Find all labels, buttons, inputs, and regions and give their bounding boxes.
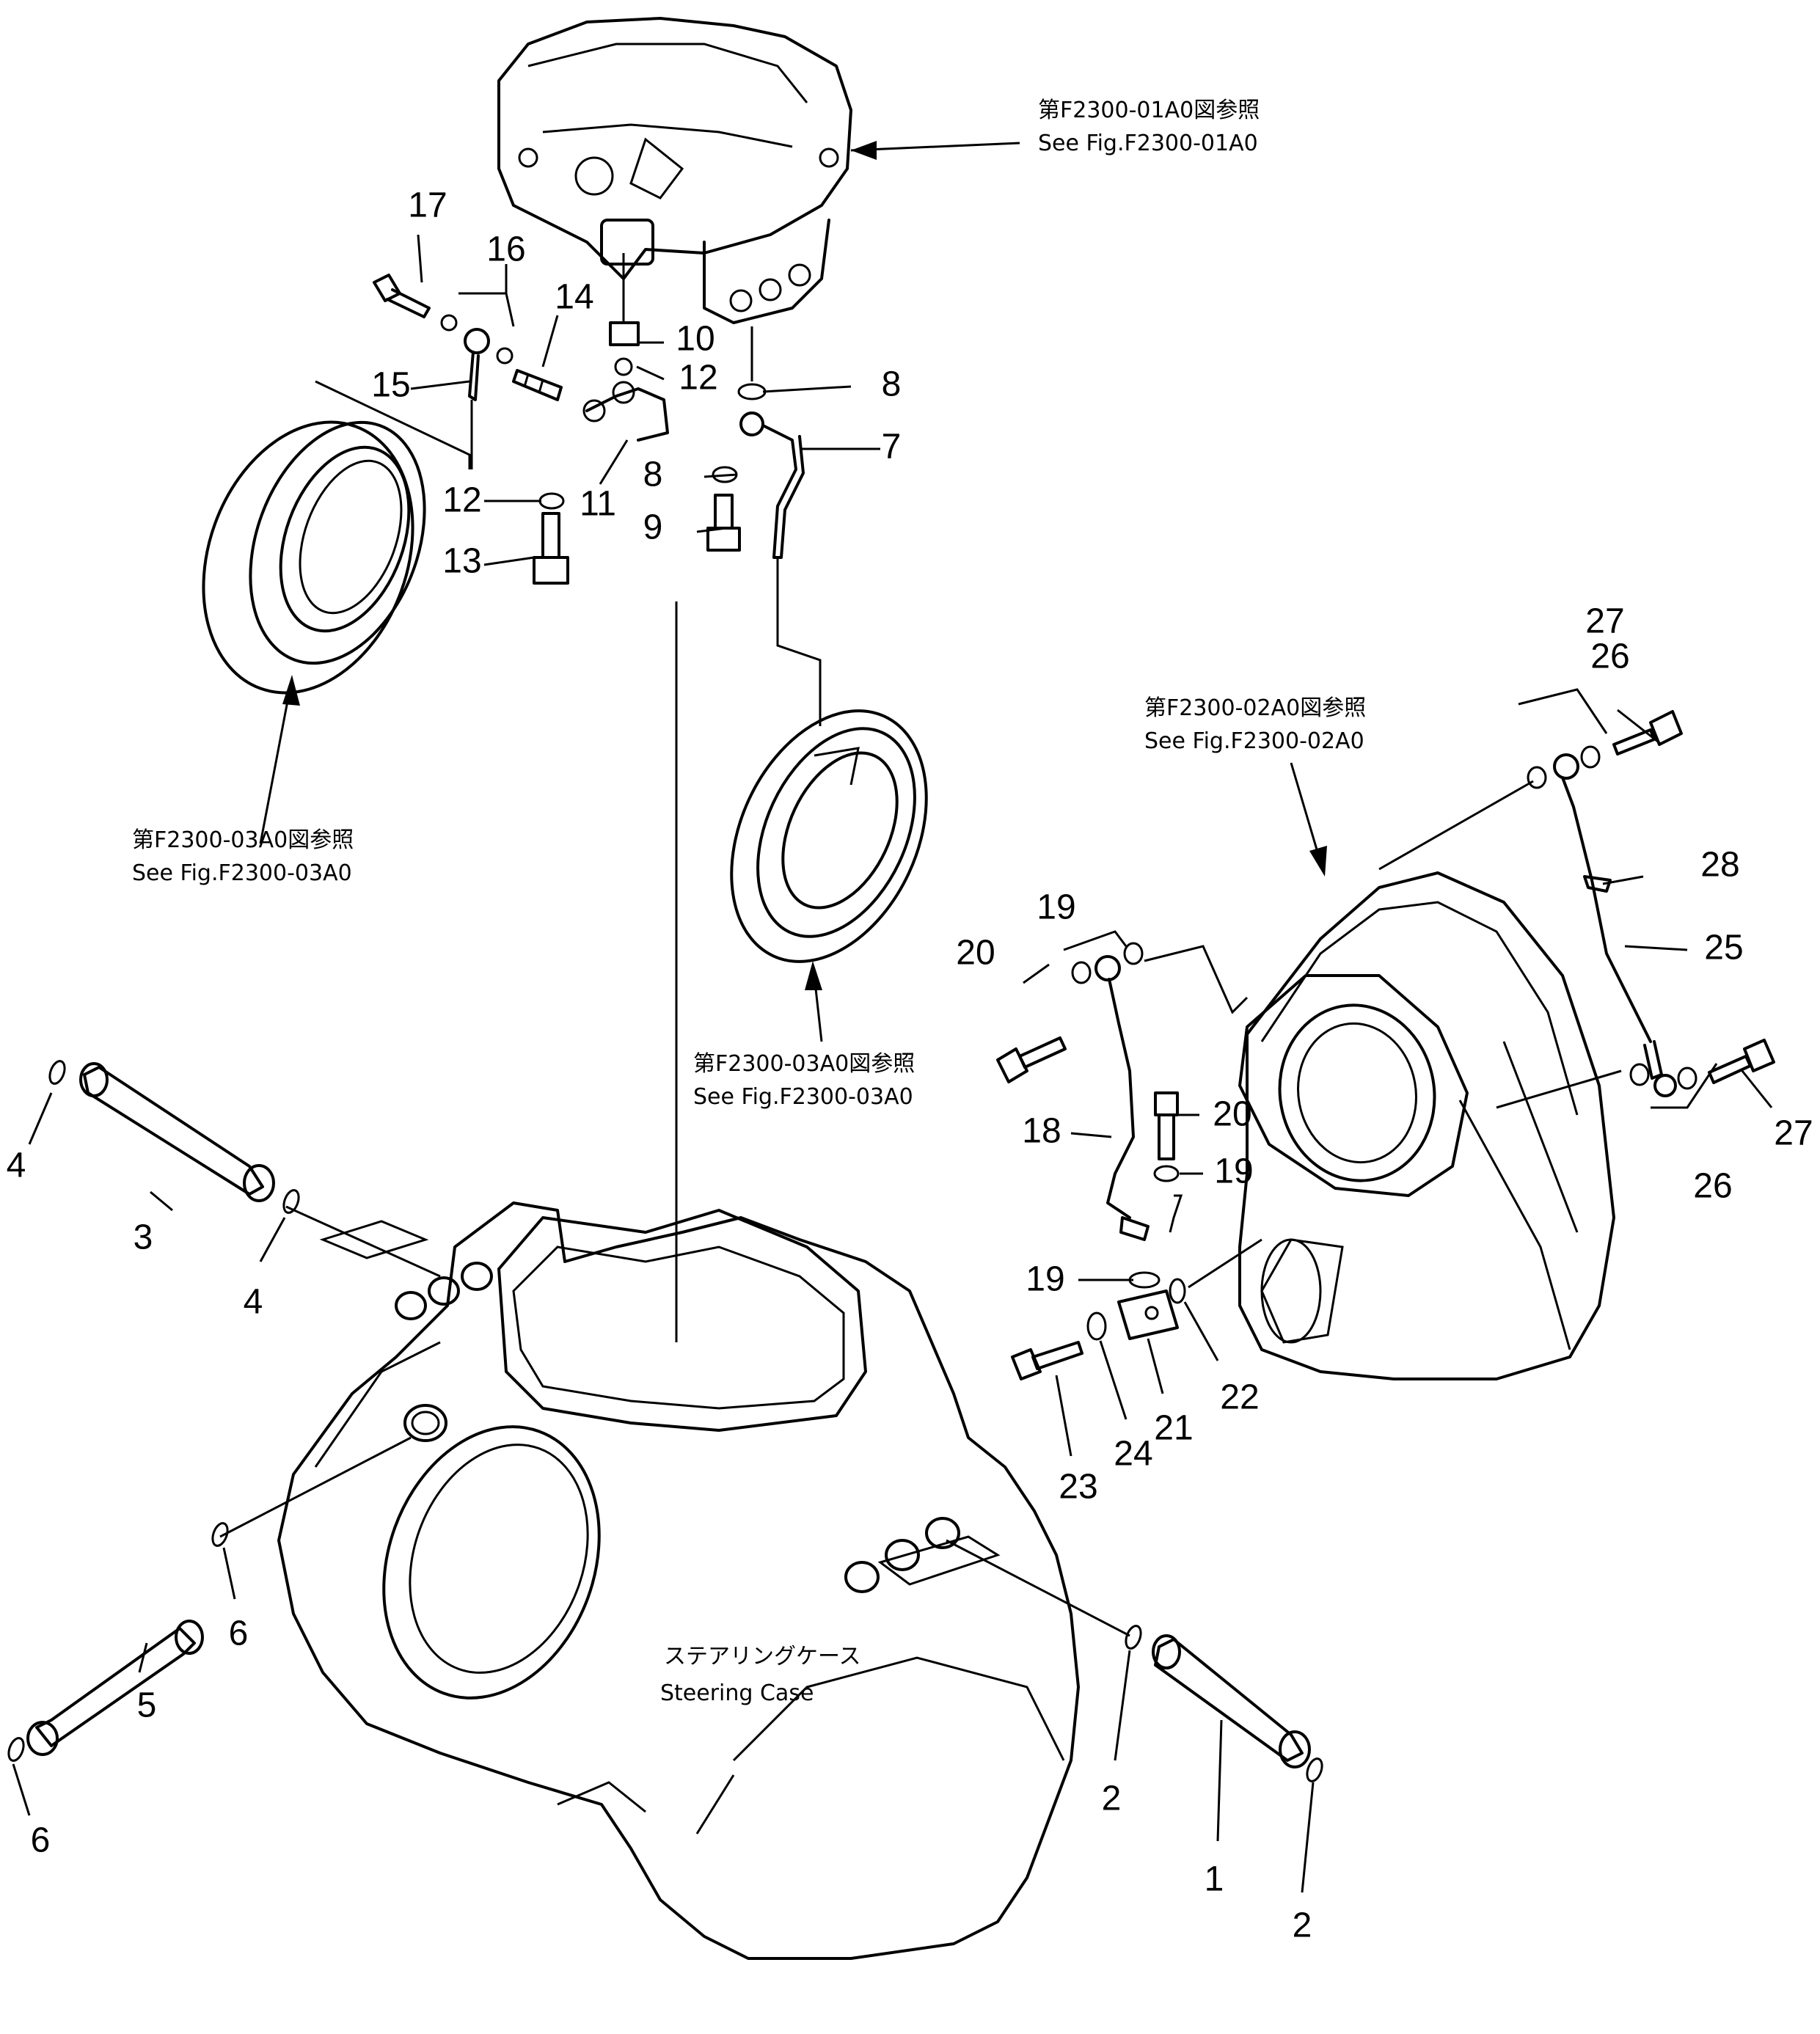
- oring-22: [1169, 1238, 1262, 1304]
- callout-8-top: 8: [882, 365, 902, 404]
- washer-12: [538, 492, 565, 510]
- block-21: [1117, 1289, 1179, 1340]
- callout-26-bottom: 26: [1693, 1167, 1732, 1206]
- ref-03a0-left-arrow: [259, 675, 300, 844]
- callout-4-left: 4: [7, 1146, 26, 1185]
- callout-18: 18: [1022, 1112, 1061, 1151]
- hose-15: [464, 328, 514, 469]
- callout-13: 13: [442, 542, 481, 581]
- callout-14: 14: [555, 278, 593, 317]
- callout-27-bottom: 27: [1774, 1114, 1813, 1153]
- callout-17: 17: [408, 186, 447, 225]
- ref-01a0-arrow: [850, 141, 1020, 160]
- steering-case-label: ステアリングケース Steering Case: [660, 1644, 861, 1706]
- oring-2-right: [1306, 1757, 1323, 1782]
- callout-16: 16: [486, 230, 525, 269]
- callout-23: 23: [1059, 1468, 1097, 1507]
- callout-12-left: 12: [442, 481, 481, 520]
- oring-6-left: [7, 1737, 25, 1762]
- callout-25: 25: [1704, 929, 1743, 967]
- seal-ring-center: [730, 709, 928, 963]
- callout-1: 1: [1205, 1860, 1224, 1899]
- ref-03a0-center-en: See Fig.F2300-03A0: [693, 1084, 913, 1110]
- bolt-20-left: [996, 1036, 1067, 1083]
- callout-2-left: 2: [1102, 1779, 1122, 1818]
- tube-7: [739, 411, 822, 726]
- callout-11: 11: [580, 485, 616, 524]
- ref-02a0-arrow: [1290, 762, 1327, 877]
- ref-02a0-en: See Fig.F2300-02A0: [1144, 728, 1364, 754]
- bolt-13: [533, 512, 569, 585]
- bolt-17: [373, 274, 458, 332]
- washer-24: [1086, 1312, 1107, 1341]
- oring-6-right: [211, 1522, 229, 1547]
- washer-8-upper: [737, 326, 767, 400]
- callout-19-bottom: 19: [1026, 1260, 1064, 1299]
- ref-03a0-left-jp: 第F2300-03A0図参照: [132, 827, 354, 853]
- callout-24: 24: [1114, 1435, 1152, 1474]
- callout-19-top: 19: [1037, 888, 1075, 927]
- ref-03a0-center-label: 第F2300-03A0図参照 See Fig.F2300-03A0: [693, 1051, 915, 1110]
- ref-03a0-left-en: See Fig.F2300-03A0: [132, 860, 352, 886]
- callout-12-top: 12: [679, 359, 717, 398]
- bolt-23: [1011, 1341, 1083, 1380]
- callout-20-left: 20: [956, 934, 995, 973]
- bolt-27-lower: [1708, 1039, 1775, 1084]
- callout-22: 22: [1220, 1378, 1259, 1417]
- callout-27-top: 27: [1585, 602, 1624, 641]
- hose-18: [1063, 930, 1249, 1241]
- callout-9: 9: [643, 508, 663, 547]
- callout-19-mid: 19: [1214, 1152, 1253, 1191]
- tube-3: [79, 1062, 441, 1278]
- oring-2-left: [1125, 1625, 1142, 1650]
- ref-02a0-jp: 第F2300-02A0図参照: [1144, 695, 1366, 721]
- ref-03a0-center-arrow: [805, 961, 823, 1042]
- steering-case-en: Steering Case: [660, 1680, 814, 1706]
- oring-4-left: [48, 1060, 66, 1085]
- washer-19-lower: [1128, 1271, 1161, 1289]
- callout-5: 5: [137, 1686, 157, 1725]
- callout-8-mid: 8: [643, 456, 663, 494]
- leaders: [12, 234, 1773, 1893]
- callout-26-top: 26: [1590, 637, 1629, 676]
- callout-6-right: 6: [229, 1614, 249, 1653]
- right-housing: [1238, 871, 1615, 1380]
- hose-25: [1378, 688, 1718, 1109]
- seal-ring-left: [202, 380, 471, 695]
- tube-1: [946, 1539, 1311, 1768]
- bolt-20-lower: [1153, 1091, 1183, 1233]
- oring-4-right: [282, 1189, 300, 1214]
- callout-20-right: 20: [1213, 1095, 1251, 1134]
- connector-14: [512, 369, 563, 401]
- callout-2-right: 2: [1293, 1906, 1312, 1945]
- tube-11: [582, 381, 669, 442]
- ref-03a0-left-label: 第F2300-03A0図参照 See Fig.F2300-03A0: [132, 827, 354, 886]
- fitting-10: [609, 253, 640, 376]
- ref-03a0-center-jp: 第F2300-03A0図参照: [693, 1051, 915, 1077]
- callout-4-right: 4: [244, 1283, 263, 1322]
- callout-10: 10: [676, 320, 715, 359]
- ref-02a0-label: 第F2300-02A0図参照 See Fig.F2300-02A0: [1144, 695, 1366, 754]
- callout-21: 21: [1154, 1409, 1193, 1448]
- callout-15: 15: [371, 366, 410, 405]
- steering-case-jp: ステアリングケース: [664, 1644, 861, 1669]
- callout-3: 3: [134, 1218, 153, 1257]
- callout-7: 7: [882, 428, 902, 467]
- valve-body: [497, 17, 852, 324]
- bolt-9: [706, 494, 741, 552]
- ref-01a0-en: See Fig.F2300-01A0: [1038, 131, 1258, 156]
- callout-6-left: 6: [31, 1821, 51, 1860]
- ref-01a0-label: 第F2300-01A0図参照 See Fig.F2300-01A0: [1038, 98, 1260, 156]
- tube-5: [26, 1436, 412, 1756]
- steering-case: [277, 1201, 1080, 1960]
- ref-01a0-jp: 第F2300-01A0図参照: [1038, 98, 1260, 123]
- callout-28: 28: [1700, 846, 1739, 885]
- callout-numbers: 17 16 14 15 10 12 8 7 8 9 12 11 13 4 3 4…: [7, 186, 1813, 1945]
